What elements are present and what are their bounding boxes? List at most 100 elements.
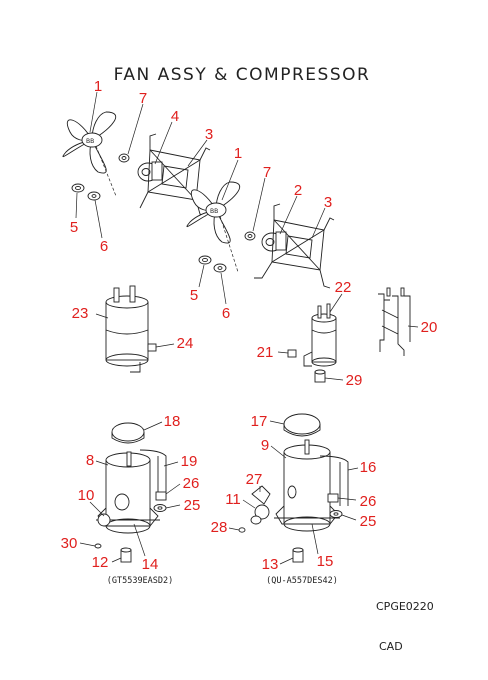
callout-3a: 3 <box>205 126 213 143</box>
leader-11 <box>242 499 256 509</box>
leader-6a <box>94 199 103 239</box>
model-caption-left: (GT5539EASD2) <box>107 576 174 586</box>
leader-3b <box>311 207 326 239</box>
callout-9: 9 <box>261 437 269 454</box>
fan-assy-1: BB <box>62 111 211 217</box>
callout-11: 11 <box>225 491 241 508</box>
washer-7a <box>118 153 130 163</box>
screw-30 <box>94 543 102 549</box>
callout-6a: 6 <box>100 238 108 255</box>
fan-motor-2 <box>261 231 287 252</box>
cushion-13 <box>292 547 304 563</box>
leader-7a <box>127 103 144 155</box>
callout-27: 27 <box>246 471 263 488</box>
fan-assy-2: BB <box>186 181 335 289</box>
leader-1a <box>89 91 98 133</box>
callout-24: 24 <box>177 335 194 352</box>
cad-label: CAD <box>379 640 403 653</box>
svg-text:BB: BB <box>210 208 218 215</box>
callout-19: 19 <box>181 453 198 470</box>
leader-23 <box>95 313 109 319</box>
callout-1a: 1 <box>94 78 102 95</box>
leader-17 <box>269 420 285 425</box>
leader-21 <box>277 351 289 354</box>
compressor-body-8 <box>96 451 160 534</box>
callout-5a: 5 <box>70 219 78 236</box>
cushion-12 <box>120 547 132 563</box>
washer-6a <box>87 191 101 201</box>
callout-25b: 25 <box>360 513 377 530</box>
nut-24 <box>147 343 157 352</box>
leader-2 <box>279 195 298 235</box>
leader-8 <box>95 460 109 466</box>
leader-5b <box>198 264 205 288</box>
leader-6b <box>220 272 227 305</box>
nut-5a <box>71 183 85 193</box>
leader-26b <box>337 497 357 501</box>
leader-12 <box>111 557 122 563</box>
terminal-cover-27 <box>251 485 271 505</box>
model-caption-right: (QU-A557DES42) <box>266 576 338 586</box>
leader-20 <box>407 325 419 328</box>
leader-19 <box>163 461 179 467</box>
drawing-code: CPGE0220 <box>376 600 434 613</box>
screw-28 <box>238 527 246 533</box>
fan-motor-4 <box>137 161 163 182</box>
terminal-cover-10 <box>97 493 130 527</box>
callout-21: 21 <box>257 344 274 361</box>
accumulator-23 <box>105 285 149 373</box>
nut-26b <box>327 493 339 503</box>
leader-13 <box>279 557 294 565</box>
leader-24 <box>155 343 175 348</box>
propeller-fan-2: BB <box>186 181 241 273</box>
callout-6b: 6 <box>222 305 230 322</box>
leader-25a <box>165 504 181 509</box>
callout-20: 20 <box>421 319 438 336</box>
leader-15 <box>311 523 319 555</box>
washer-25a <box>153 504 167 512</box>
leader-4 <box>154 121 173 165</box>
callout-13: 13 <box>262 556 279 573</box>
washer-6b <box>213 263 227 273</box>
leader-22 <box>329 293 343 313</box>
nut-21 <box>287 349 297 358</box>
callout-8: 8 <box>86 452 94 469</box>
callout-30: 30 <box>61 535 78 552</box>
leader-10 <box>89 501 105 517</box>
leader-7b <box>252 177 266 232</box>
callout-7b: 7 <box>263 164 271 181</box>
compressor-body-9 <box>274 439 340 532</box>
sound-proof-cover-18 <box>111 422 145 444</box>
propeller-fan-1: BB <box>62 111 117 197</box>
svg-text:BB: BB <box>86 138 94 145</box>
callout-numbers: 1 7 4 3 5 6 1 7 2 3 5 6 23 24 22 20 21 2… <box>61 78 438 573</box>
callout-15: 15 <box>317 553 334 570</box>
leader-29 <box>324 377 344 381</box>
callout-1b: 1 <box>234 145 242 162</box>
callout-7a: 7 <box>139 90 147 107</box>
terminal-11 <box>250 504 270 525</box>
callout-10: 10 <box>78 487 95 504</box>
sound-proof-cover-17 <box>283 413 321 437</box>
motor-mount-3b <box>254 203 335 289</box>
leader-14 <box>133 523 146 557</box>
washer-25b <box>329 510 343 518</box>
callout-12: 12 <box>92 554 109 571</box>
callout-26a: 26 <box>183 475 200 492</box>
washer-7b <box>244 231 256 241</box>
callout-29: 29 <box>346 372 363 389</box>
leader-5a <box>75 192 78 219</box>
callout-22: 22 <box>335 279 352 296</box>
callout-5b: 5 <box>190 287 198 304</box>
cushion-29 <box>314 369 326 383</box>
leader-25b <box>341 514 357 521</box>
leader-16 <box>347 467 359 471</box>
accumulator-22 <box>303 303 337 367</box>
leader-30 <box>79 542 96 547</box>
leader-18 <box>143 421 163 431</box>
compressor-left <box>94 422 167 563</box>
callout-26b: 26 <box>360 493 377 510</box>
leader-28 <box>228 527 240 531</box>
tube-assy-20 <box>378 287 411 356</box>
